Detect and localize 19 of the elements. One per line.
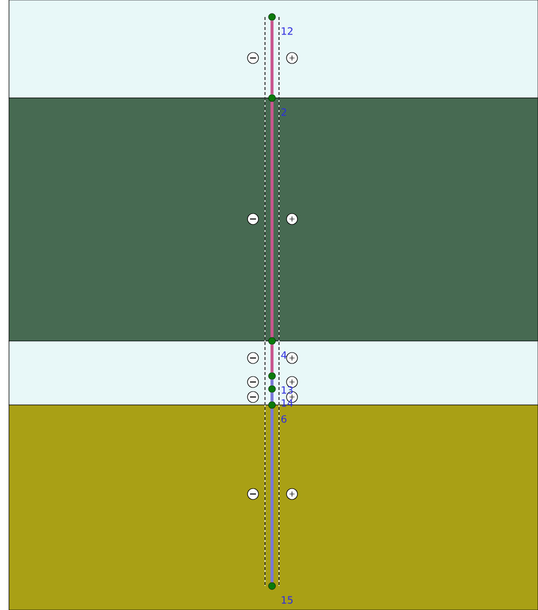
pipe-segment (270, 20, 274, 94)
pipe-segment (270, 392, 274, 402)
node-dot (268, 372, 276, 380)
node-dot (268, 401, 276, 409)
pipe-segment (270, 408, 274, 582)
node-dot (268, 13, 276, 21)
node-dot (268, 337, 276, 345)
node-number: 15 (282, 596, 293, 604)
node-dot (268, 582, 276, 590)
node-number: 4 (281, 351, 286, 359)
node-number: 2 (281, 108, 286, 116)
node-number: 12 (282, 27, 292, 35)
node-dot (268, 94, 276, 102)
pipe-segment (270, 102, 274, 338)
pipe-segment (270, 380, 274, 386)
pipe-segment (270, 344, 274, 372)
node-number: 13 (282, 386, 293, 394)
node-number: 6 (281, 415, 286, 423)
node-dot (268, 385, 276, 393)
